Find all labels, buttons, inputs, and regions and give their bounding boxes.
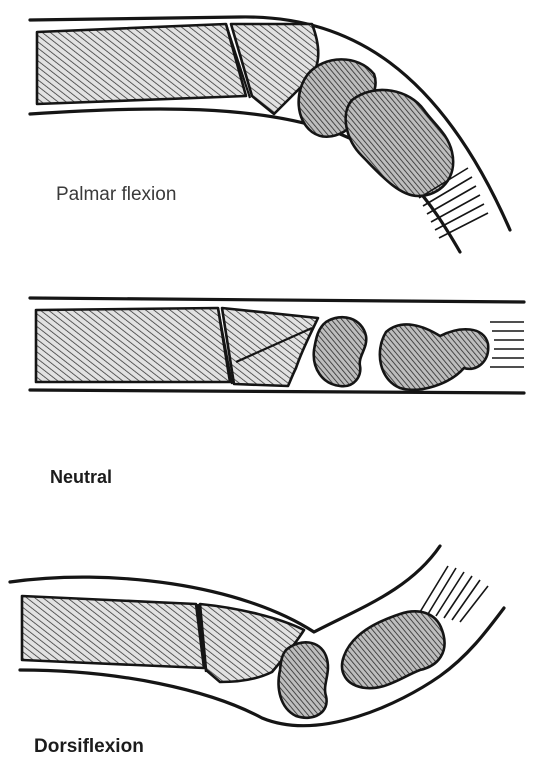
dorsiflexion-radius-bone: [22, 596, 204, 668]
dorsiflexion-figure: [10, 546, 504, 726]
neutral-capitate: [380, 324, 488, 389]
palmar-flexion-figure: [30, 17, 510, 252]
dorsiflexion-lunate: [279, 642, 328, 717]
neutral-figure: [30, 298, 524, 393]
palmar-flexion-label: Palmar flexion: [56, 184, 176, 206]
palmar-radius-bone: [37, 24, 246, 104]
dorsiflexion-label: Dorsiflexion: [34, 736, 144, 758]
neutral-limb-outline-top: [30, 298, 524, 302]
neutral-lunate: [314, 317, 367, 386]
neutral-limb-outline-bottom: [30, 390, 524, 393]
dorsiflexion-capitate: [342, 611, 444, 688]
neutral-label: Neutral: [50, 467, 112, 488]
neutral-radius-bone: [36, 308, 230, 382]
neutral-metacarpal-lines: [490, 322, 524, 367]
